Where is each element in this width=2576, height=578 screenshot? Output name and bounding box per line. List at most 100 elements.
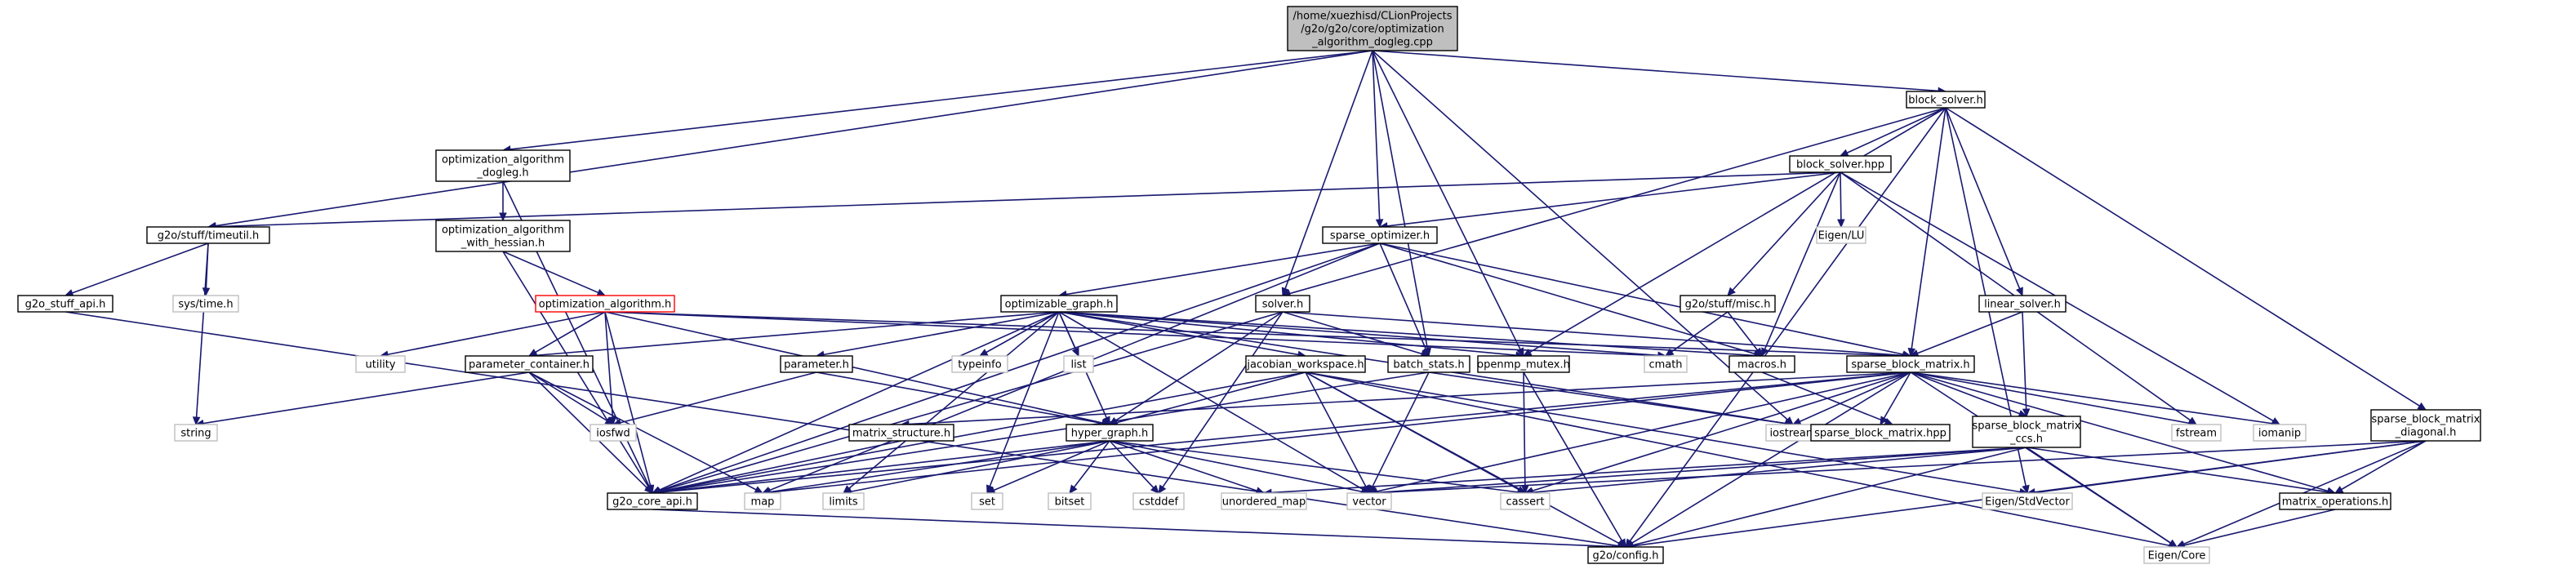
node-opt_dogleg_h[interactable]: optimization_algorithm_dogleg.h bbox=[435, 149, 571, 182]
node-sparse_optimizer_h[interactable]: sparse_optimizer.h bbox=[1322, 226, 1438, 244]
edge-line bbox=[1282, 311, 1904, 357]
node-set: set bbox=[971, 492, 1003, 510]
node-box bbox=[607, 492, 698, 510]
node-label: solver.h bbox=[1262, 299, 1304, 311]
edge-line bbox=[1727, 311, 1759, 351]
edge-line bbox=[1282, 311, 1422, 355]
node-root[interactable]: /home/xuezhisd/CLionProjects/g2o/g2o/cor… bbox=[1287, 6, 1458, 51]
edge-sparse_block_matrix_ccs_h-to-g2o_config_h bbox=[1624, 447, 2027, 549]
edge-hyper_graph_h-to-g2o_core_api_h bbox=[651, 440, 1110, 496]
edge-line bbox=[1631, 371, 1911, 544]
node-sparse_block_matrix_hpp[interactable]: sparse_block_matrix.hpp bbox=[1810, 424, 1951, 442]
node-label: _dogleg.h bbox=[476, 167, 528, 180]
edge-line bbox=[528, 371, 648, 489]
node-box bbox=[744, 492, 781, 510]
edge-line bbox=[1376, 447, 2027, 494]
edge-line bbox=[1376, 440, 2427, 494]
node-linear_solver_h[interactable]: linear_solver.h bbox=[1978, 295, 2067, 313]
edge-line bbox=[1911, 107, 1946, 349]
node-g2o_core_api_h[interactable]: g2o_core_api.h bbox=[607, 492, 698, 510]
edge-parameter_container_h-to-g2o_core_api_h bbox=[528, 371, 653, 494]
edge-batch_stats_h-to-iostream bbox=[1428, 371, 1795, 428]
node-box bbox=[1063, 355, 1094, 373]
edge-line bbox=[1945, 107, 2420, 407]
node-label: parameter_container.h bbox=[469, 359, 589, 371]
node-timeutil_h[interactable]: g2o/stuff/timeutil.h bbox=[146, 226, 270, 244]
edge-root-to-openmp_mutex_h bbox=[1372, 50, 1524, 358]
node-label: optimization_algorithm.h bbox=[539, 299, 672, 311]
node-batch_stats_h[interactable]: batch_stats.h bbox=[1387, 355, 1470, 373]
edge-line bbox=[848, 311, 1060, 489]
edge-line bbox=[1270, 447, 2027, 494]
node-list: list bbox=[1063, 355, 1094, 373]
node-parameter_h[interactable]: parameter.h bbox=[780, 355, 853, 373]
edge-line bbox=[195, 242, 209, 418]
edge-arrowhead bbox=[1791, 417, 1802, 425]
node-solver_h[interactable]: solver.h bbox=[1255, 295, 1310, 313]
node-box bbox=[780, 355, 853, 373]
node-label: /home/xuezhisd/CLionProjects bbox=[1293, 11, 1453, 23]
node-box bbox=[1048, 492, 1092, 510]
node-matrix_operations_h[interactable]: matrix_operations.h bbox=[2279, 492, 2391, 510]
node-label: Eigen/Core bbox=[2148, 550, 2206, 562]
edge-arrowhead bbox=[1727, 287, 1736, 296]
edge-line bbox=[215, 50, 1373, 227]
node-box bbox=[1816, 226, 1866, 244]
edge-line bbox=[1284, 50, 1373, 289]
node-g2o_config_h[interactable]: g2o/config.h bbox=[1587, 546, 1664, 564]
node-hyper_graph_h[interactable]: hyper_graph.h bbox=[1066, 424, 1154, 442]
node-utility: utility bbox=[355, 355, 406, 373]
edge-line bbox=[659, 311, 1284, 492]
node-label: iomanip bbox=[2258, 428, 2301, 440]
node-jacobian_workspace_h[interactable]: jacobian_workspace.h bbox=[1245, 355, 1366, 373]
node-box bbox=[1322, 226, 1438, 244]
node-iomanip: iomanip bbox=[2253, 424, 2307, 442]
node-label: batch_stats.h bbox=[1393, 359, 1464, 371]
node-sparse_block_matrix_ccs_h[interactable]: sparse_block_matrix_ccs.h bbox=[1972, 416, 2081, 448]
node-parameter_container_h[interactable]: parameter_container.h bbox=[465, 355, 594, 373]
node-macros_h[interactable]: macros.h bbox=[1728, 355, 1795, 373]
edge-block_solver_hpp-to-sparse_optimizer_h bbox=[1378, 171, 1841, 230]
node-sparse_block_matrix_h[interactable]: sparse_block_matrix.h bbox=[1846, 355, 1975, 373]
edge-arrowhead bbox=[1150, 484, 1159, 494]
node-label: string bbox=[180, 428, 211, 440]
node-sparse_block_matrix_diagonal_h[interactable]: sparse_block_matrix_diagonal.h bbox=[2370, 409, 2481, 442]
node-box bbox=[17, 295, 113, 313]
edge-block_solver_h-to-solver_h bbox=[1281, 107, 1946, 297]
edge-arrowhead bbox=[596, 288, 607, 296]
edge-arrowhead bbox=[1516, 347, 1524, 358]
edge-line bbox=[1910, 371, 2273, 425]
edge-jacobian_workspace_h-to-g2o_core_api_h bbox=[651, 371, 1306, 496]
edge-line bbox=[1162, 311, 1284, 488]
edge-arrowhead bbox=[643, 484, 653, 494]
node-misc_h[interactable]: g2o/stuff/misc.h bbox=[1680, 295, 1776, 313]
node-box bbox=[1978, 295, 2067, 313]
node-opt_hessian_h[interactable]: optimization_algorithm_with_hessian.h bbox=[435, 220, 571, 252]
node-openmp_mutex_h[interactable]: openmp_mutex.h bbox=[1477, 355, 1570, 373]
node-box bbox=[1255, 295, 1310, 313]
edge-batch_stats_h-to-g2o_core_api_h bbox=[651, 371, 1430, 496]
edge-line bbox=[1532, 447, 2027, 493]
edge-line bbox=[659, 371, 1306, 493]
node-label: g2o_stuff_api.h bbox=[25, 299, 106, 311]
node-matrix_structure_h[interactable]: matrix_structure.h bbox=[848, 424, 954, 442]
node-label: iostream bbox=[1769, 428, 1816, 440]
node-box bbox=[1972, 416, 2081, 448]
node-g2o_stuff_api_h[interactable]: g2o_stuff_api.h bbox=[17, 295, 113, 313]
edge-line bbox=[604, 311, 652, 487]
edge-root-to-block_solver_h bbox=[1372, 50, 1947, 96]
edge-line bbox=[202, 371, 530, 425]
node-label: _ccs.h bbox=[2009, 434, 2043, 446]
node-opt_algorithm_h[interactable]: optimization_algorithm.h bbox=[535, 295, 675, 313]
edge-line bbox=[659, 371, 1430, 493]
edge-opt_algorithm_h-to-parameter_container_h bbox=[527, 311, 606, 357]
edge-line bbox=[659, 242, 1381, 491]
node-label: block_solver.h bbox=[1908, 95, 1983, 107]
node-block_solver_h[interactable]: block_solver.h bbox=[1906, 91, 1986, 109]
node-block_solver_hpp[interactable]: block_solver.hpp bbox=[1789, 155, 1892, 173]
node-optimizable_graph_h[interactable]: optimizable_graph.h bbox=[1000, 295, 1118, 313]
node-box bbox=[2253, 424, 2307, 442]
node-label: fstream bbox=[2176, 428, 2217, 440]
node-box bbox=[2171, 424, 2222, 442]
